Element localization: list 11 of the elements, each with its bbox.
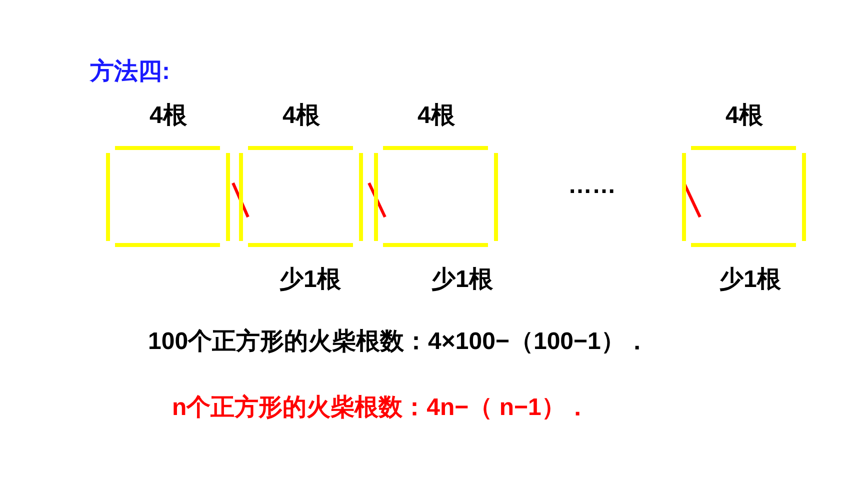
formula: n个正方形的火柴根数：4n−（ n−1）． — [172, 394, 590, 422]
count-label: 4根 — [150, 102, 187, 130]
count-label: 少1根 — [720, 266, 781, 294]
count-label: 少1根 — [280, 266, 341, 294]
count-label: 4根 — [282, 102, 320, 130]
heading: 方法四: — [90, 58, 170, 86]
formula: 100个正方形的火柴根数：4×100−（100−1）． — [148, 328, 649, 356]
count-label: 4根 — [418, 102, 455, 130]
count-label: 少1根 — [432, 266, 493, 294]
count-label: 4根 — [726, 102, 763, 130]
ellipsis: …… — [568, 172, 616, 200]
